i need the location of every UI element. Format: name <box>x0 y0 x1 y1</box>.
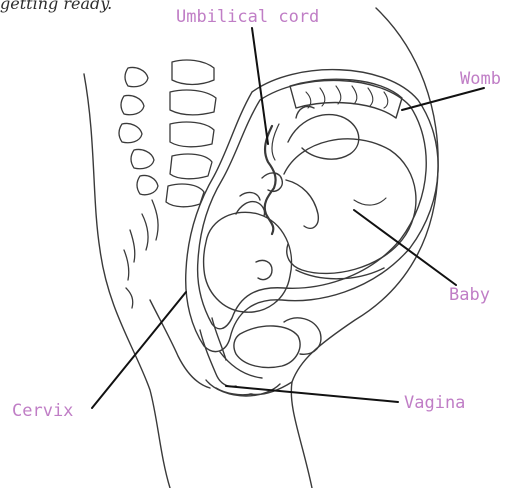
label-womb: Womb <box>460 69 501 89</box>
leader-baby <box>354 210 456 285</box>
leader-vagina <box>226 386 398 402</box>
label-umbilical-cord: Umbilical cord <box>176 7 319 27</box>
leader-umbilical-cord <box>252 28 268 144</box>
label-cervix: Cervix <box>12 401 73 421</box>
label-baby: Baby <box>449 285 490 305</box>
label-vagina: Vagina <box>404 393 465 413</box>
leader-womb <box>402 88 484 110</box>
leader-cervix <box>92 292 186 408</box>
